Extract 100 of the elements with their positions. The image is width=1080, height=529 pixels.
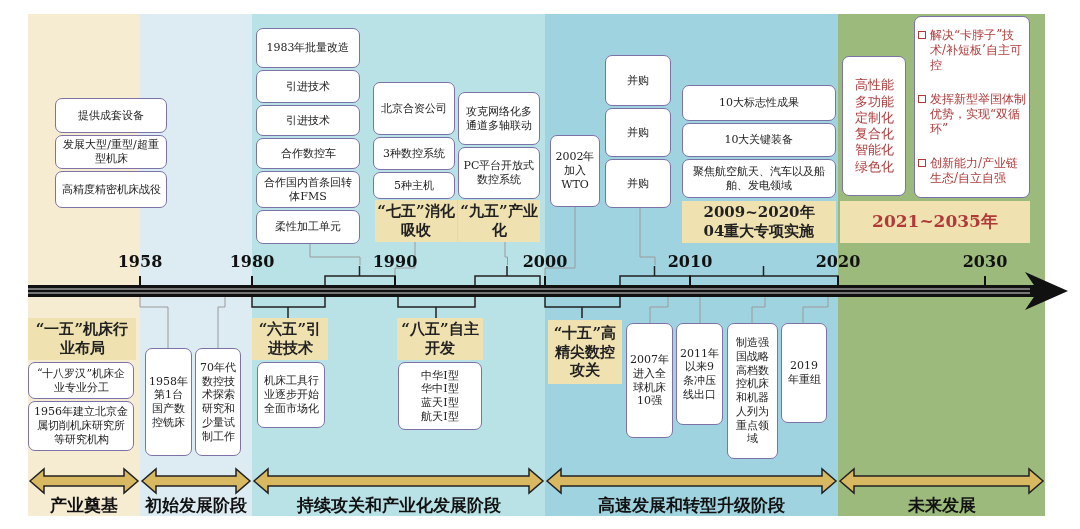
leader-line (639, 207, 656, 266)
box-text: “十八罗汉”机床企业专业分工 (35, 366, 127, 395)
text-box (256, 28, 360, 68)
bracket (544, 297, 621, 318)
bracket (251, 297, 326, 318)
bullet-text: 创新能力/产业链生态/自立自强 (930, 156, 1020, 187)
heading-band (682, 201, 836, 243)
heading-text: “十五”高精尖数控攻关 (552, 323, 618, 381)
text-box (195, 348, 241, 456)
text-box (605, 108, 671, 157)
box-text: 合作数控车 (280, 146, 336, 161)
stage-span (28, 467, 140, 517)
box-text: 攻克网络化多通道多轴联动 (465, 104, 533, 133)
text-box (256, 210, 360, 244)
box-text: 1956年建立北京金属切削机床研究所等研究机构 (33, 405, 129, 447)
year-label: 2010 (667, 252, 713, 271)
box-text: 2011年以来9条冲压线出口 (680, 346, 719, 402)
box-text: 引进技术 (286, 79, 330, 94)
text-box (256, 171, 360, 208)
text-box (256, 70, 360, 103)
bracket (619, 265, 691, 286)
text-box (55, 171, 167, 208)
box-text: 1983年批量改造 (266, 41, 350, 55)
text-box (727, 323, 778, 459)
box-text: PC平台开放式数控系统 (462, 159, 536, 187)
box-text: 高性能多功能定制化复合化智能化绿色化 (853, 77, 895, 175)
box-text: 航天I型 (421, 409, 459, 424)
heading-text: “七五”消化吸收 (377, 202, 455, 240)
text-box (550, 135, 600, 207)
text-box (458, 147, 540, 199)
text-box (842, 56, 906, 196)
box-text: 并购 (627, 125, 649, 140)
text-box (605, 159, 671, 208)
box-text: 聚焦航空航天、汽车以及船舶、发电领域 (692, 164, 826, 193)
stage-span (252, 467, 545, 517)
year-label: 2000 (522, 252, 568, 271)
text-box (676, 323, 723, 425)
box-text: 并购 (627, 73, 649, 88)
leader-line (504, 241, 508, 266)
leader-line (544, 206, 576, 277)
box-text: 机床工具行业逐步开始全面市场化 (262, 374, 320, 416)
heading-band (840, 201, 1030, 243)
leader-line (751, 296, 766, 324)
stage-span (140, 467, 252, 517)
heading-text: 04重大专项实施 (703, 222, 815, 241)
heading-text: “八五”自主开发 (400, 320, 480, 358)
box-text: 2002年加入WTO (554, 150, 596, 192)
leader-line (802, 296, 829, 324)
text-box (682, 85, 836, 121)
heading-text: “九五”产业化 (460, 202, 538, 240)
stage-label: 未来发展 (906, 494, 977, 517)
text-box (626, 323, 673, 438)
box-text: 蓝天I型 (421, 396, 459, 410)
box-text: 合作国内首条回转体FMS (263, 175, 353, 204)
text-box (682, 159, 836, 198)
bracket (324, 265, 396, 286)
box-text: 2007年进入全球机床10强 (630, 353, 669, 408)
heading-band (28, 318, 136, 360)
text-box (373, 137, 455, 170)
box-text: 并购 (627, 176, 649, 191)
heading-text: 2021~2035年 (872, 211, 998, 233)
leader-line (699, 296, 701, 324)
year-label: 1990 (372, 252, 418, 271)
text-box (781, 323, 827, 423)
year-label: 2030 (962, 252, 1008, 271)
text-box (256, 138, 360, 169)
box-text: 柔性加工单元 (275, 220, 341, 234)
stage-label: 持续攻关和产业化发展阶段 (295, 494, 502, 517)
text-box (398, 362, 482, 430)
stage-label: 高速发展和转型升级阶段 (597, 494, 786, 517)
stage-span (545, 467, 838, 517)
box-text: 制造强国战略高档数控机床和机器人列为重点领域 (735, 336, 770, 446)
timeline-arrow (28, 272, 1070, 310)
bracket (474, 265, 541, 286)
box-text: 引进技术 (286, 113, 330, 128)
leader-line (649, 296, 669, 324)
box-text: 华中I型 (421, 382, 459, 396)
text-box (256, 105, 360, 136)
box-text: 提供成套设备 (78, 108, 144, 123)
bullet-text: 解决“卡脖子”技术/补短板’自主可控 (930, 27, 1023, 73)
text-box (373, 82, 455, 135)
text-box (55, 135, 167, 169)
box-text: 北京合资公司 (381, 101, 447, 116)
stage-label: 产业奠基 (49, 494, 119, 517)
bracket (397, 297, 476, 318)
leader-line (309, 243, 361, 266)
box-text: 高精度精密机床战役 (61, 182, 161, 197)
box-text: 10大关键装备 (724, 133, 794, 147)
stage-span (838, 467, 1045, 517)
text-box (28, 362, 134, 399)
text-box (458, 92, 540, 145)
box-text: 中华I型 (421, 368, 459, 383)
heading-text: 2009~2020年 (703, 203, 815, 222)
text-box (914, 16, 1030, 198)
year-label: 1958 (117, 252, 163, 271)
text-box (55, 98, 167, 133)
leader-line (139, 296, 169, 349)
box-text: 3种数控系统 (383, 146, 445, 161)
heading-text: “六五”引进技术 (257, 320, 323, 358)
year-label: 1980 (229, 252, 275, 271)
